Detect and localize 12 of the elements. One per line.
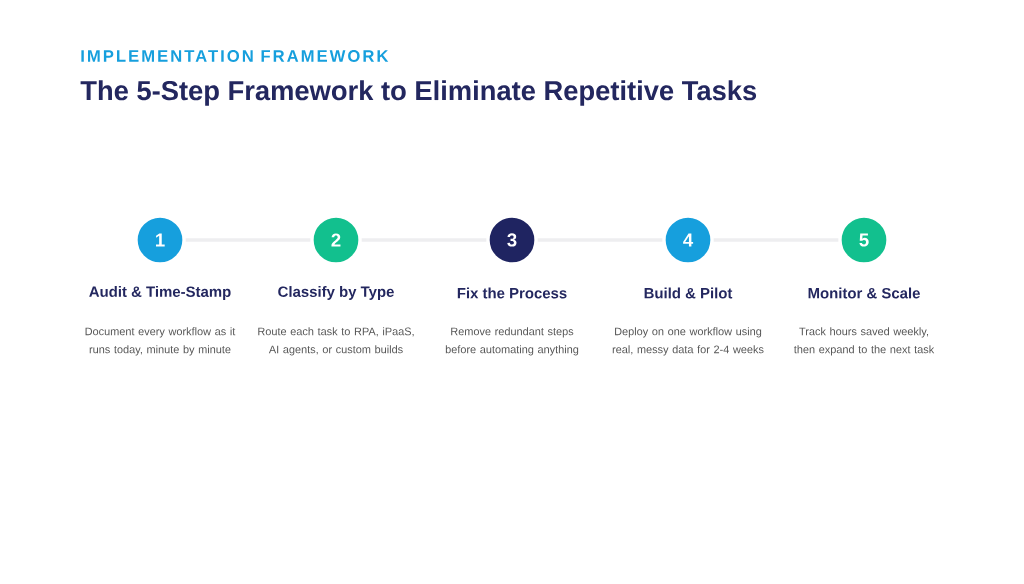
subtitle: IMPLEMENTATION FRAMEWORK xyxy=(81,50,389,62)
step-heading: Build & Pilot xyxy=(644,287,733,299)
step-heading: Monitor & Scale xyxy=(808,287,920,299)
step-description: Route each task to RPA, iPaaS, AI agents, or custom builds xyxy=(258,327,414,356)
step-description: Track hours saved weekly, then expand to the next task xyxy=(793,327,935,356)
step-description: Remove redundant steps before automating anything xyxy=(445,327,579,356)
step-heading: Audit & Time-Stamp xyxy=(89,286,231,300)
step-heading: Fix the Process xyxy=(457,287,567,299)
step-description: Deploy on one workflow using real, messy data for 2-4 weeks xyxy=(612,327,764,356)
step-heading: Classify by Type xyxy=(278,286,394,300)
title: The 5-Step Framework to Eliminate Repetitive Tasks xyxy=(80,80,757,106)
step-description: Document every workflow as it runs today, minute by minute xyxy=(85,327,236,356)
